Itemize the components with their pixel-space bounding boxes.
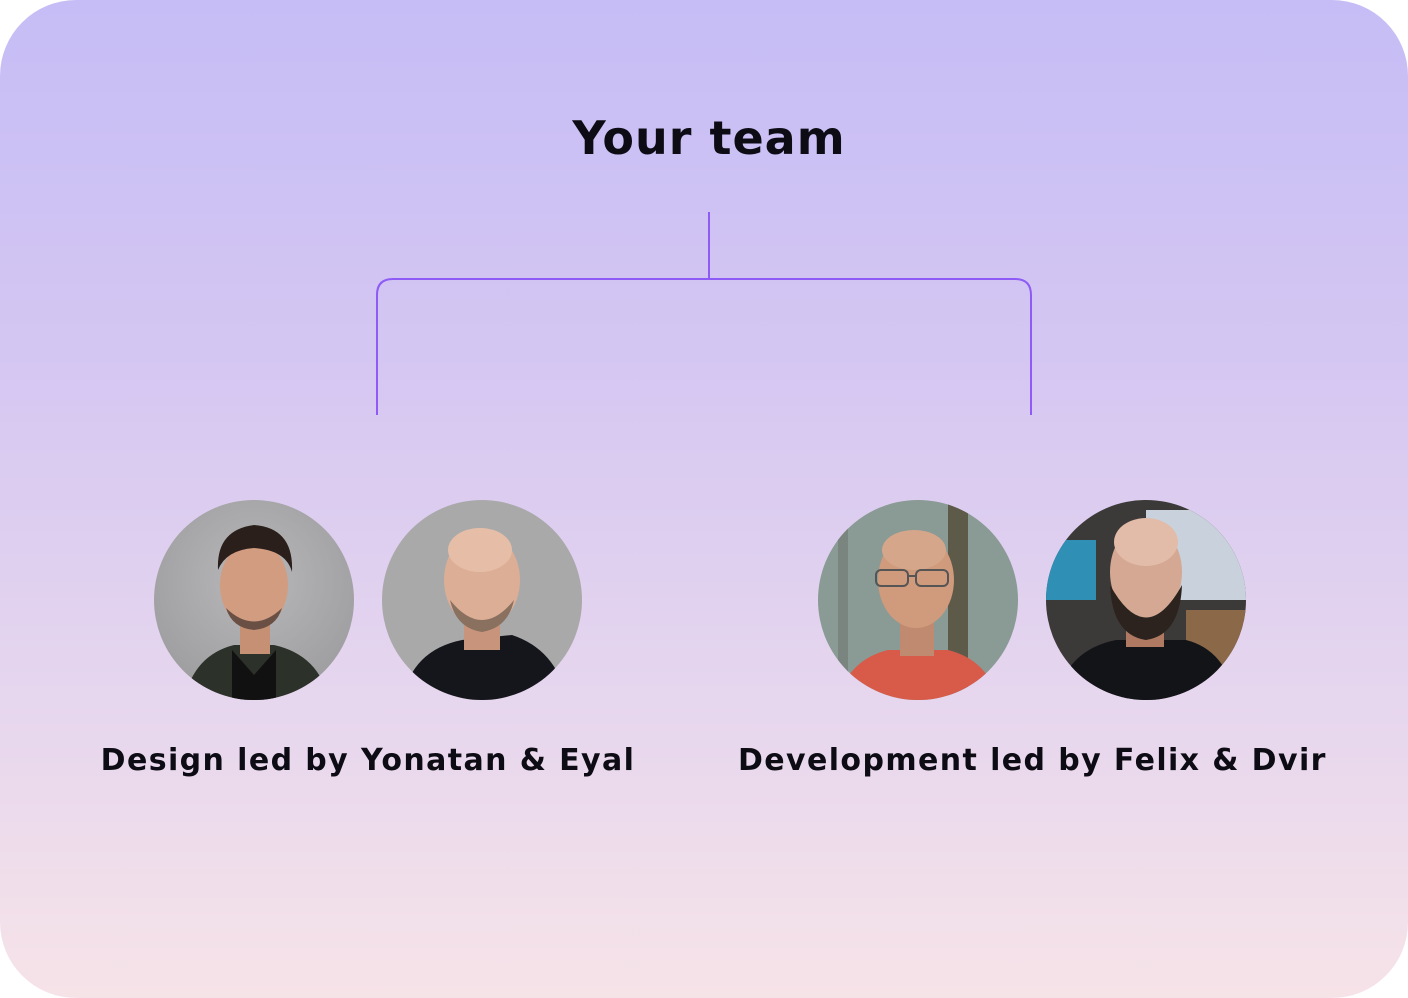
design-team-caption: Design led by Yonatan & Eyal [100, 743, 636, 778]
avatar-eyal [382, 500, 582, 700]
avatar-yonatan [154, 500, 354, 700]
avatar-dvir [1046, 500, 1246, 700]
development-team-caption: Development led by Felix & Dvir [738, 743, 1327, 778]
avatar-felix [818, 500, 1018, 700]
page-title: Your team [572, 111, 846, 165]
